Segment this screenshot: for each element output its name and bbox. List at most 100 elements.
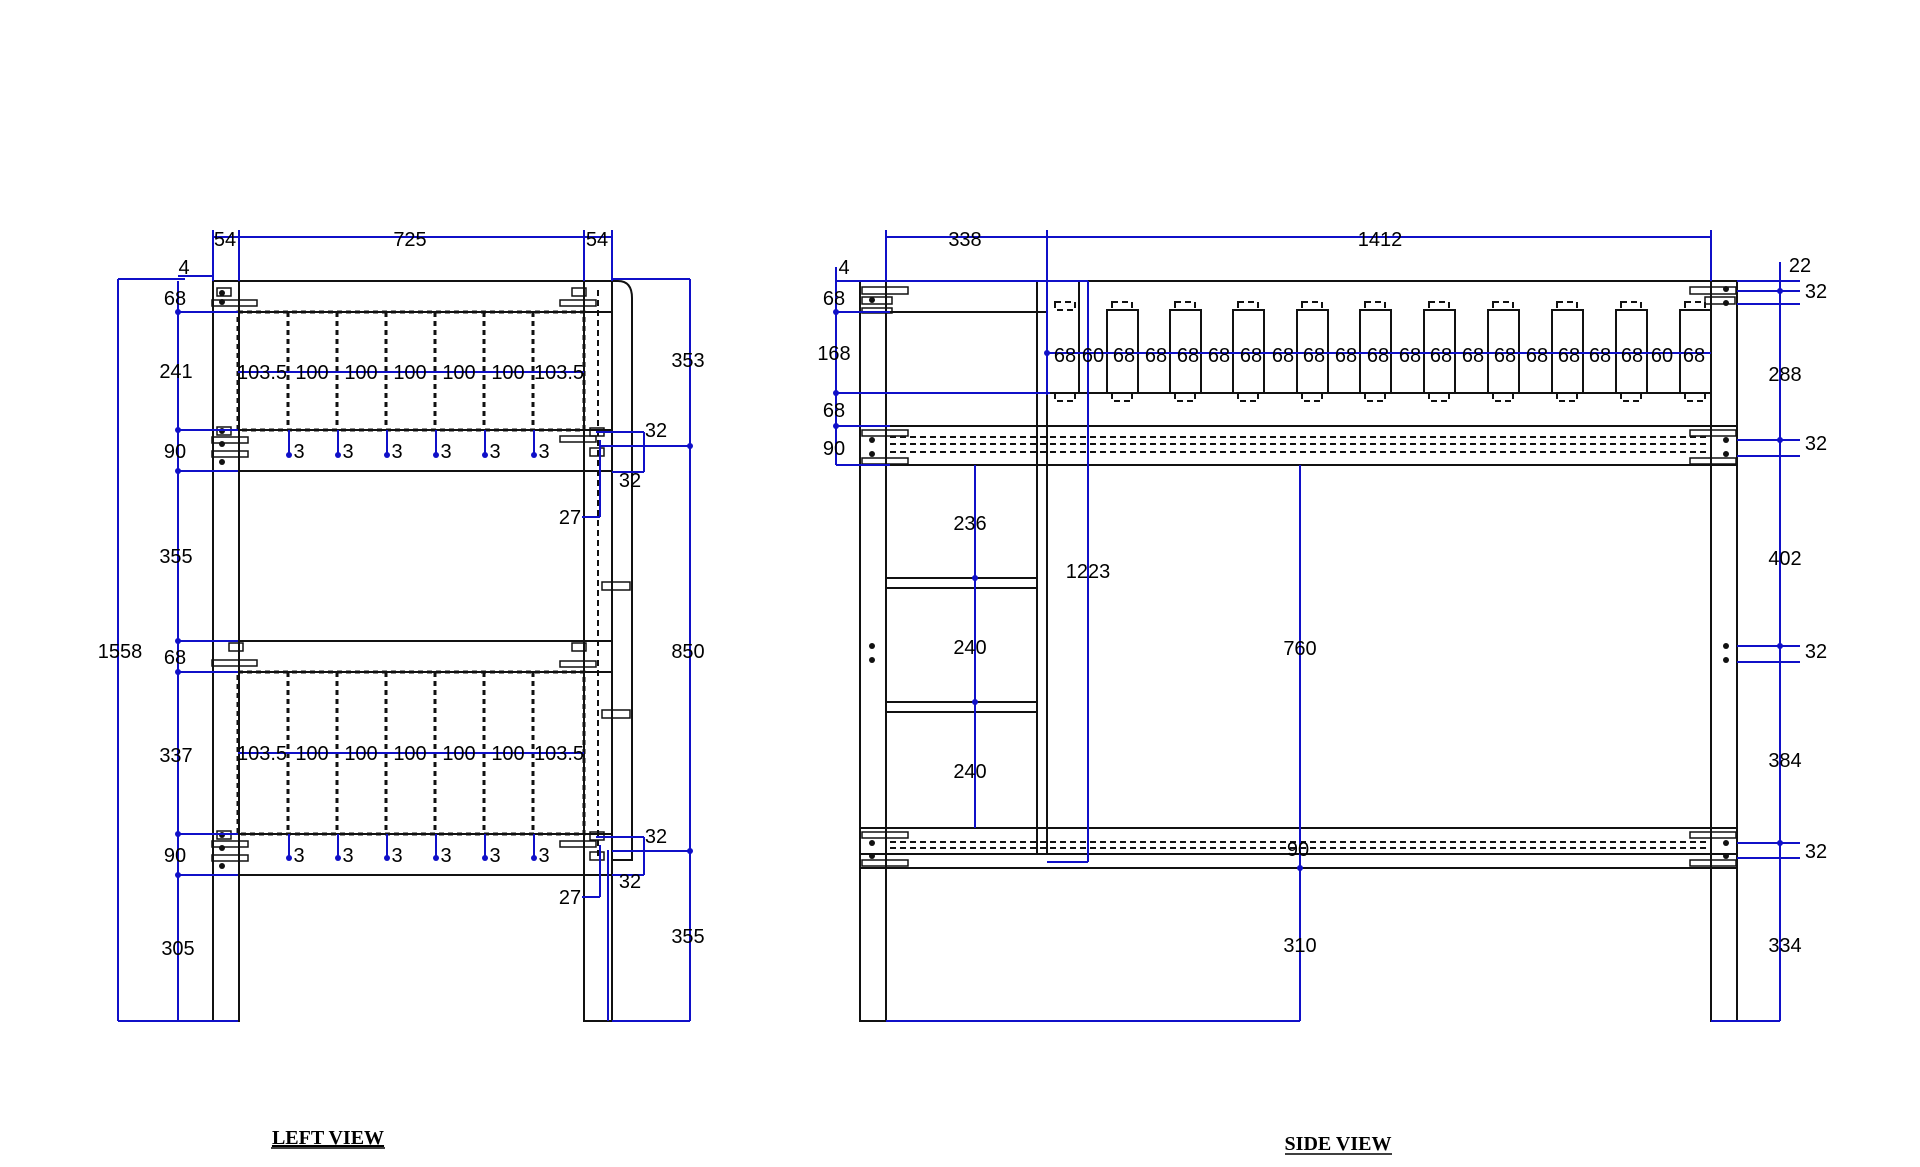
dim-left-355: 355 — [159, 546, 192, 568]
slat-label: 68 — [1335, 345, 1357, 367]
dim-left-27b: 27 — [559, 887, 581, 909]
left-view-guard-post — [612, 280, 633, 861]
left-view: 54 725 54 4 1558 68 241 90 355 68 337 90… — [98, 229, 705, 1149]
slat-label: 103.5 — [534, 743, 584, 765]
dim-side-384: 384 — [1768, 750, 1801, 772]
dim-side-168: 168 — [817, 343, 850, 365]
slat-label: 68 — [1462, 345, 1484, 367]
slat-label: 100 — [393, 743, 426, 765]
slat-label: 60 — [1082, 345, 1104, 367]
slat-label: 68 — [1558, 345, 1580, 367]
side-view-bolt-icons — [861, 286, 1737, 867]
slat-label: 68 — [1399, 345, 1421, 367]
dim-left-305: 305 — [161, 938, 194, 960]
slat-label: 100 — [491, 362, 524, 384]
slat-gap-label: 3 — [538, 441, 549, 463]
dim-side-236: 236 — [953, 513, 986, 535]
dim-left-68a: 68 — [164, 288, 186, 310]
side-view-ladder-step — [885, 701, 1038, 713]
dim-left-54a: 54 — [214, 229, 236, 251]
slat-label: 103.5 — [534, 362, 584, 384]
dim-left-4: 4 — [178, 257, 189, 279]
dim-left-241: 241 — [159, 361, 192, 383]
slat-gap-label: 3 — [342, 441, 353, 463]
side-view-dimension-arrows — [833, 288, 1783, 871]
dim-side-402: 402 — [1768, 548, 1801, 570]
dim-side-32c: 32 — [1805, 641, 1827, 663]
slat-gap-label: 3 — [489, 441, 500, 463]
slat-label: 100 — [344, 743, 377, 765]
dim-side-1412: 1412 — [1358, 229, 1403, 251]
slat-label: 68 — [1240, 345, 1262, 367]
dim-side-90a: 90 — [823, 438, 845, 460]
dim-side-338: 338 — [948, 229, 981, 251]
slat-gap-label: 3 — [391, 845, 402, 867]
dim-side-22: 22 — [1789, 255, 1811, 277]
slat-label: 68 — [1054, 345, 1076, 367]
dim-left-90b: 90 — [164, 845, 186, 867]
dim-left-353: 353 — [671, 350, 704, 372]
dim-left-725: 725 — [393, 229, 426, 251]
dim-side-32a: 32 — [1805, 281, 1827, 303]
slat-label: 100 — [442, 743, 475, 765]
side-view-ladder — [1036, 280, 1048, 855]
dim-left-90a: 90 — [164, 441, 186, 463]
dim-left-355r: 355 — [671, 926, 704, 948]
dim-side-68a: 68 — [823, 288, 845, 310]
slat-label: 100 — [295, 362, 328, 384]
slat-label: 103.5 — [237, 743, 287, 765]
dim-side-90b: 90 — [1287, 839, 1309, 861]
dim-left-1558: 1558 — [98, 641, 143, 663]
side-view-guard-slats — [1046, 280, 1712, 402]
dim-side-760: 760 — [1283, 638, 1316, 660]
slat-label: 68 — [1589, 345, 1611, 367]
slat-label: 100 — [442, 362, 475, 384]
slat-label: 68 — [1145, 345, 1167, 367]
dim-left-32a: 32 — [645, 420, 667, 442]
side-view-title: SIDE VIEW — [1285, 1133, 1392, 1155]
slat-label: 68 — [1621, 345, 1643, 367]
slat-label: 100 — [295, 743, 328, 765]
slat-label: 68 — [1494, 345, 1516, 367]
slat-label: 68 — [1683, 345, 1705, 367]
side-view-ladder-step — [885, 577, 1038, 589]
slat-label: 103.5 — [237, 362, 287, 384]
side-view-slat-labels: 68 60 68 68 68 68 68 68 68 68 68 68 68 6… — [1054, 345, 1705, 367]
slat-gap-label: 3 — [342, 845, 353, 867]
dim-side-240b: 240 — [953, 761, 986, 783]
slat-label: 68 — [1177, 345, 1199, 367]
dim-side-32b: 32 — [1805, 433, 1827, 455]
slat-gap-label: 3 — [440, 845, 451, 867]
slat-label: 68 — [1208, 345, 1230, 367]
dim-side-68b: 68 — [823, 400, 845, 422]
slat-gap-label: 3 — [440, 441, 451, 463]
slat-label: 60 — [1651, 345, 1673, 367]
slat-label: 68 — [1113, 345, 1135, 367]
dim-left-54b: 54 — [586, 229, 608, 251]
slat-gap-label: 3 — [391, 441, 402, 463]
dim-left-337: 337 — [159, 745, 192, 767]
side-view: 338 1412 4 68 168 68 90 236 240 240 1223… — [817, 229, 1827, 1155]
dim-side-240a: 240 — [953, 637, 986, 659]
dim-side-310: 310 — [1283, 935, 1316, 957]
left-view-title: LEFT VIEW — [272, 1127, 384, 1149]
dim-side-1223: 1223 — [1066, 561, 1111, 583]
slat-label: 100 — [393, 362, 426, 384]
slat-label: 68 — [1430, 345, 1452, 367]
dim-left-68b: 68 — [164, 647, 186, 669]
dim-side-334: 334 — [1768, 935, 1801, 957]
slat-gap-label: 3 — [489, 845, 500, 867]
dim-left-27a: 27 — [559, 507, 581, 529]
slat-label: 68 — [1526, 345, 1548, 367]
left-view-bolt-icons — [211, 287, 631, 869]
slat-gap-label: 3 — [293, 441, 304, 463]
dim-left-850: 850 — [671, 641, 704, 663]
side-view-right-post — [1710, 280, 1738, 1022]
slat-gap-label: 3 — [293, 845, 304, 867]
left-view-dimension-lines — [117, 230, 691, 1022]
slat-label: 68 — [1303, 345, 1325, 367]
slat-label: 68 — [1367, 345, 1389, 367]
dim-left-32b: 32 — [619, 470, 641, 492]
slat-gap-label: 3 — [538, 845, 549, 867]
